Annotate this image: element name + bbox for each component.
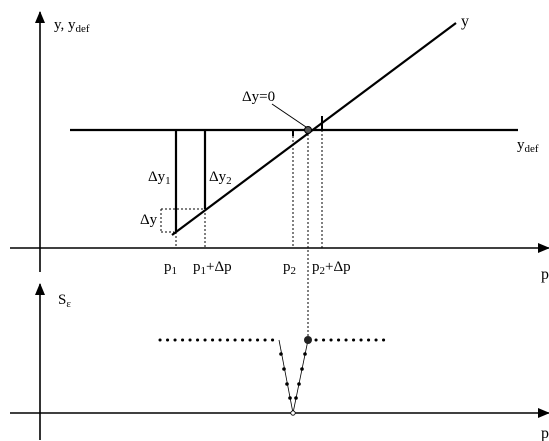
s-axis-label: Sε (58, 292, 71, 310)
v-dots (279, 352, 307, 400)
tick-p2dp: p2+Δp (312, 259, 351, 277)
y-line (171, 22, 457, 236)
tick-p2: p2 (283, 259, 296, 277)
v-bottom-point (290, 410, 296, 416)
zero-label: Δy=0 (242, 89, 275, 105)
tick-p1: p1 (164, 259, 177, 277)
zero-callout-line (271, 103, 307, 128)
dy2-label: Δy2 (209, 169, 232, 187)
top-axis-label: y, ydef (54, 17, 90, 35)
zero-point (304, 126, 312, 134)
dy1-label: Δy1 (148, 169, 171, 187)
s-zero-point (304, 336, 312, 344)
v-left-arm (278, 339, 294, 414)
p-axis-label-bottom: p (541, 425, 549, 441)
tick-p1dp: p1+Δp (193, 259, 232, 277)
dy-label: Δy (140, 212, 158, 228)
ydef-label: ydef (517, 137, 539, 155)
p-axis-label-top: p (541, 266, 549, 283)
y-line-label: y (461, 13, 469, 30)
v-right-arm (292, 339, 309, 414)
